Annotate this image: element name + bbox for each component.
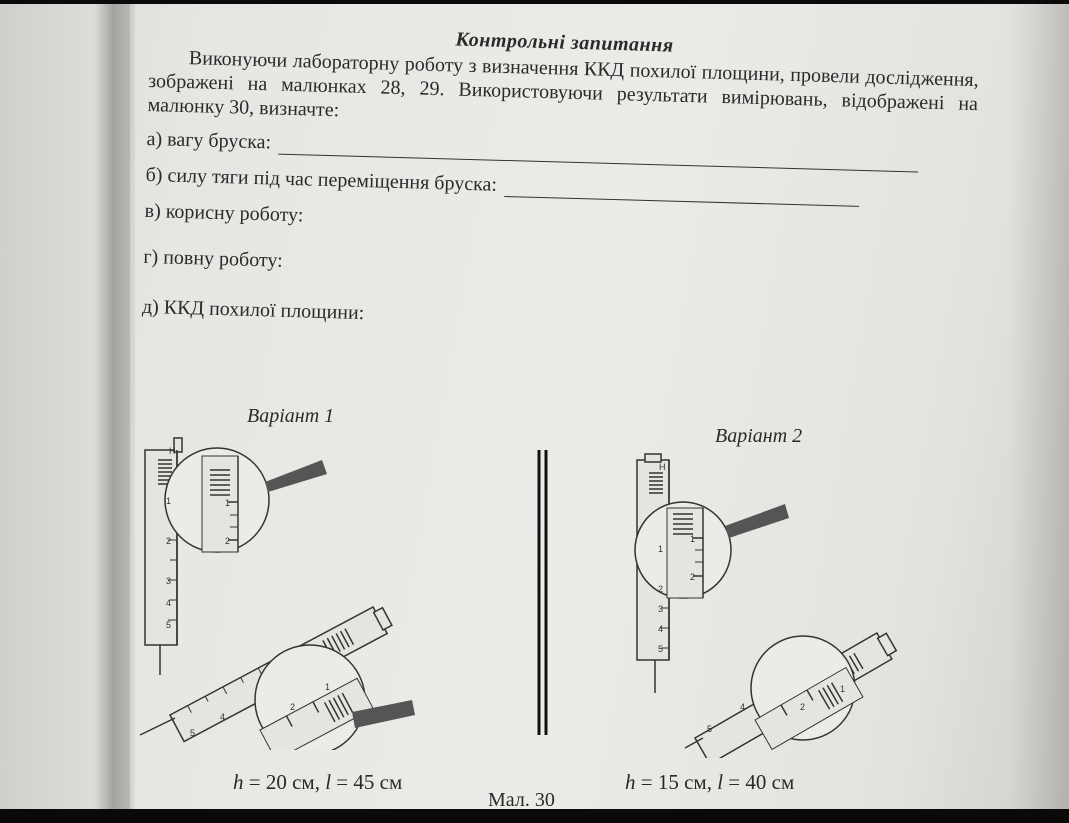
svg-text:5: 5 xyxy=(707,724,712,734)
photo-edge-bottom xyxy=(0,809,1069,823)
spring-zoom-icon xyxy=(210,469,230,496)
svg-text:2: 2 xyxy=(658,584,663,594)
svg-text:1: 1 xyxy=(225,498,230,508)
svg-text:2: 2 xyxy=(225,536,230,546)
variant1-label: Варіант 1 xyxy=(247,405,335,427)
question-d: г) повну роботу: xyxy=(143,245,284,272)
svg-text:2: 2 xyxy=(690,572,695,582)
variant1-illustration: 1 2 3 4 5 Н 1 2 1 2 4 5 xyxy=(139,437,415,750)
svg-text:2: 2 xyxy=(290,702,295,712)
page-shadow xyxy=(1009,0,1069,823)
answer-line-a[interactable] xyxy=(278,135,920,173)
svg-text:1: 1 xyxy=(325,682,330,692)
svg-text:Н: Н xyxy=(169,446,176,456)
spring-zoom-icon xyxy=(673,513,693,535)
magnifier-handle xyxy=(725,504,789,538)
svg-text:3: 3 xyxy=(166,576,171,586)
variant2-illustration: Н 1 2 3 4 5 1 2 1 2 4 5 xyxy=(634,453,898,758)
spring-icon xyxy=(158,459,172,485)
book-gutter xyxy=(95,0,135,823)
svg-text:4: 4 xyxy=(220,712,225,722)
svg-text:4: 4 xyxy=(166,598,171,608)
incline-magnifier-handle xyxy=(352,700,415,728)
variant1-params: h = 20 см, l = 45 см xyxy=(233,770,403,794)
svg-text:1: 1 xyxy=(690,534,695,544)
photo-edge-top xyxy=(0,0,1069,4)
left-page-edge xyxy=(0,0,130,823)
svg-text:1: 1 xyxy=(840,684,845,694)
answer-line-b[interactable] xyxy=(504,177,861,207)
svg-text:2: 2 xyxy=(166,536,171,546)
figure-caption: Мал. 30 xyxy=(488,789,555,811)
spring-icon xyxy=(649,472,663,494)
svg-text:Н: Н xyxy=(659,462,666,472)
svg-text:4: 4 xyxy=(658,624,663,634)
questions-block: Контрольні запитання Виконуючи лаборатор… xyxy=(142,20,980,342)
magnifier-handle xyxy=(265,460,327,492)
question-e: д) ККД похилої площини: xyxy=(141,295,365,325)
variant2-params: h = 15 см, l = 40 см xyxy=(625,770,795,794)
variant2-label: Варіант 2 xyxy=(715,425,803,447)
svg-text:1: 1 xyxy=(166,496,171,506)
svg-text:4: 4 xyxy=(740,702,745,712)
variant-divider xyxy=(537,450,548,735)
svg-text:5: 5 xyxy=(658,644,663,654)
svg-text:2: 2 xyxy=(800,702,805,712)
svg-text:3: 3 xyxy=(658,604,663,614)
svg-text:1: 1 xyxy=(658,544,663,554)
svg-text:5: 5 xyxy=(190,728,195,738)
svg-text:5: 5 xyxy=(166,620,171,630)
